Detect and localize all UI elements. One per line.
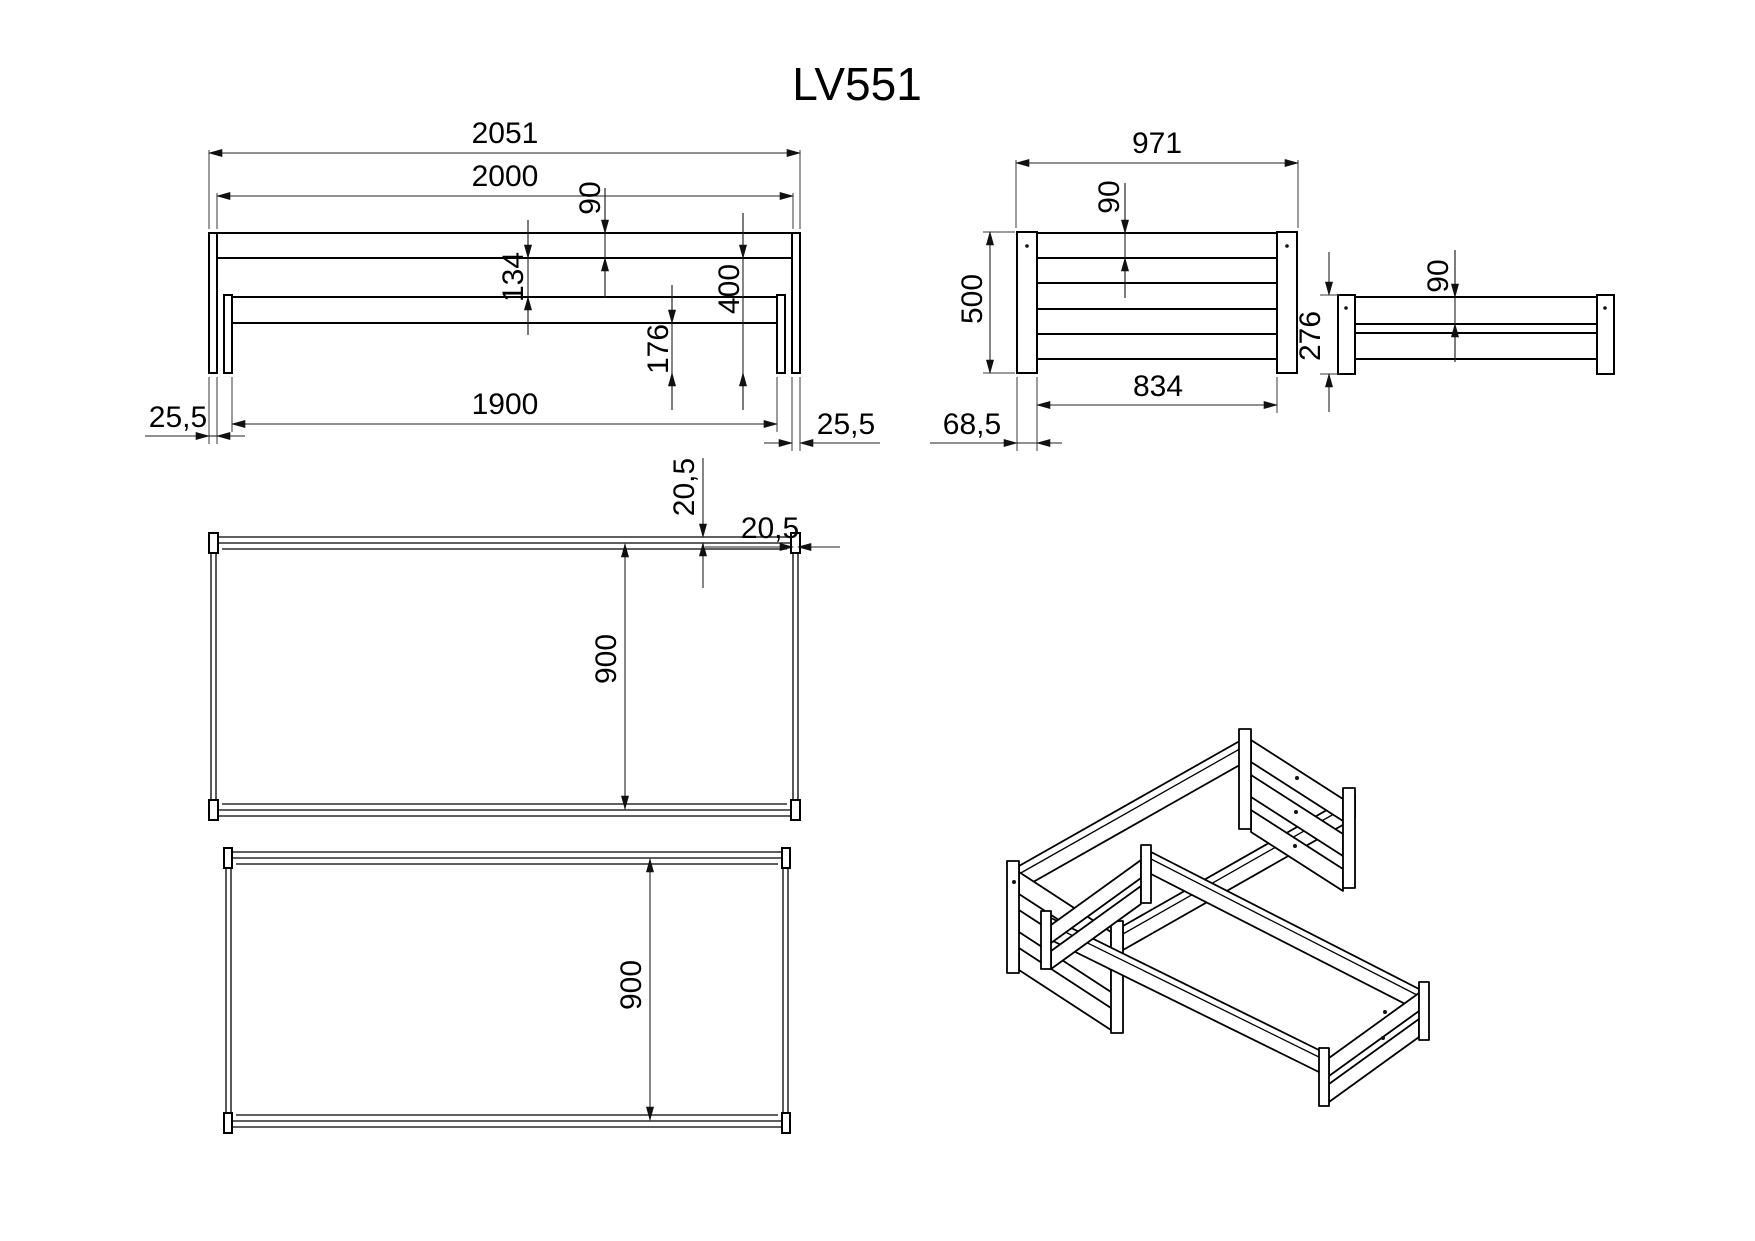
screw-dot [1294, 810, 1298, 814]
screw-hole-left [1344, 306, 1348, 310]
head-slat-3 [1036, 333, 1278, 360]
dim-overall-height: 500 [956, 274, 989, 324]
plan-trundle-post-tr [781, 847, 791, 869]
dim-trundle-slat-height: 90 [1422, 259, 1455, 292]
iso-post-head-back [1238, 728, 1252, 830]
iso-post-head-front [1342, 787, 1356, 889]
dim-rail-thickness: 20,5 [668, 458, 701, 516]
head-slat-2 [1036, 282, 1278, 310]
iso-trundle-post-c [1040, 910, 1052, 970]
dim-rail-length: 2000 [472, 160, 539, 193]
screw-dot [1012, 880, 1016, 884]
dim-front-slat-height: 90 [1093, 180, 1126, 213]
plan-post-bl [208, 799, 219, 821]
trundle-side-rail [231, 296, 778, 324]
dim-overall-length: 2051 [472, 117, 539, 150]
dim-rail-underside-height: 400 [713, 264, 746, 314]
iso-post-foot-left [1006, 860, 1020, 974]
dim-inner-length: 1900 [472, 388, 539, 421]
isometric-view [1006, 728, 1430, 1107]
dim-post-width: 68,5 [943, 408, 1001, 441]
screw-hole-right [1285, 244, 1289, 248]
dim-trundle-rail-underside: 176 [642, 324, 675, 374]
screw-dot [1383, 1010, 1387, 1014]
plan-trundle-post-br [781, 1112, 791, 1134]
isometric-trundle-bed [1040, 844, 1430, 1107]
screw-hole-right [1603, 306, 1607, 310]
head-slat-1 [1036, 232, 1278, 259]
dim-trundle-height: 276 [1294, 311, 1327, 361]
front-view: 971 90 500 834 68,5 [930, 127, 1300, 451]
plan-post-br [790, 799, 801, 821]
screw-dot [1293, 844, 1297, 848]
dim-side-rail-thickness: 20,5 [741, 512, 799, 545]
dim-overall-width: 971 [1132, 127, 1182, 160]
head-post-left [1016, 231, 1038, 374]
screw-dot [1381, 1036, 1385, 1040]
plan-view-trundle: 900 [223, 847, 791, 1134]
trundle-post-right [776, 294, 786, 374]
iso-post-foot-front [1110, 920, 1124, 1034]
trundle-slat-1 [1354, 296, 1598, 325]
trundle-slat-2 [1354, 332, 1598, 360]
plan-trundle-post-tl [223, 847, 233, 869]
dim-post-depth-left: 25,5 [149, 401, 207, 434]
drawing-title: LV551 [792, 58, 922, 110]
trundle-end-post-left [1337, 294, 1356, 375]
iso-trundle-post-b [1418, 981, 1430, 1041]
iso-trundle-post-d [1318, 1047, 1330, 1107]
trundle-post-left [223, 294, 233, 374]
dim-inner-width: 834 [1133, 370, 1183, 403]
side-elevation-view: 2051 2000 90 134 400 176 1900 [145, 117, 880, 451]
screw-hole-left [1025, 244, 1029, 248]
iso-trundle-post-a [1140, 844, 1152, 904]
dim-rail-height: 90 [574, 181, 607, 214]
upper-bed-post-right [791, 232, 801, 374]
head-post-right [1276, 231, 1298, 374]
dim-inner-depth: 900 [590, 634, 623, 684]
plan-trundle-post-bl [223, 1112, 233, 1134]
trundle-end-post-right [1596, 294, 1615, 375]
plan-post-tl [208, 532, 219, 554]
trundle-end-view: 90 276 [1294, 250, 1615, 412]
screw-dot [1295, 776, 1299, 780]
page-title: LV551 [792, 58, 922, 110]
plan-view-upper-bed: 20,5 20,5 900 [208, 458, 840, 821]
dim-post-depth-right: 25,5 [817, 408, 875, 441]
dim-trundle-inner-depth: 900 [615, 960, 648, 1010]
upper-bed-post-left [208, 232, 218, 374]
dim-rail-gap: 134 [497, 252, 530, 302]
